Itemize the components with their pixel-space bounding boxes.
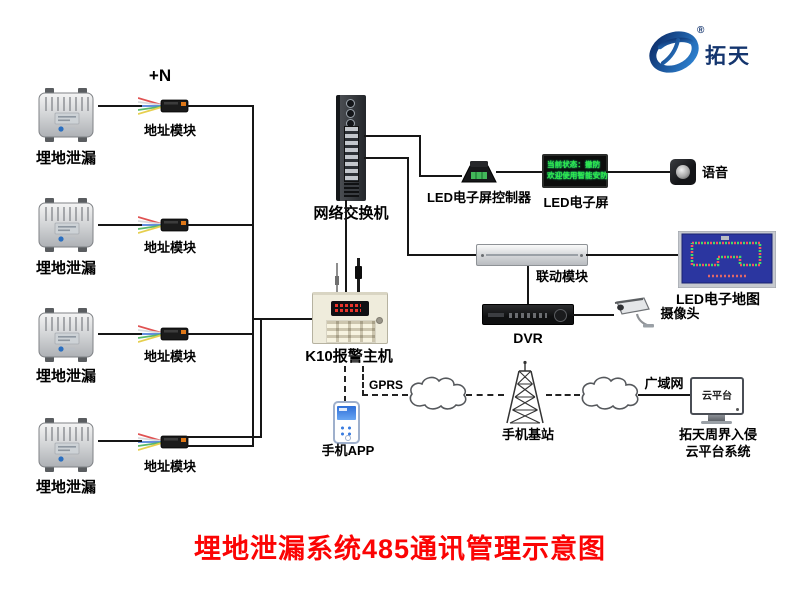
wire-sensor3-module3	[98, 333, 142, 335]
led-screen-line2: 欢迎使用智能安防	[547, 171, 608, 180]
alarm-host-label: K10报警主机	[305, 348, 393, 365]
led-screen-line1: 当前状态：撤防	[547, 160, 601, 170]
switch-uplink-ports	[346, 99, 358, 128]
wire-cloud1-tower-dashed	[466, 394, 504, 396]
led-map-label: LED电子地图	[676, 291, 760, 307]
alarm-host-antenna-left-segment	[335, 276, 339, 285]
voice-speaker-icon	[670, 159, 696, 185]
buried-leakage-device-4	[38, 417, 94, 473]
base-station-tower-icon	[506, 360, 544, 424]
address-module-label-2: 地址模块	[143, 240, 196, 255]
switch-port-block	[344, 126, 359, 182]
buried-leakage-label-2: 埋地泄漏	[35, 260, 96, 277]
buried-leakage-label-1: 埋地泄漏	[35, 150, 96, 167]
wire-linkage-ledmap	[586, 254, 679, 256]
address-module-2	[138, 216, 189, 234]
buried-leakage-device-3	[38, 307, 94, 363]
brand-logo-icon	[648, 24, 700, 78]
wire-module2-bus	[186, 224, 254, 226]
switch-vent	[344, 183, 359, 197]
network-switch-label: 网络交换机	[313, 205, 389, 222]
monitor-base	[701, 421, 732, 424]
platform-name-line2: 云平台系统	[685, 444, 751, 459]
led-map-device	[678, 231, 776, 288]
wire-sensor2-module2	[98, 224, 142, 226]
buried-leakage-device-1	[38, 87, 94, 143]
wire-switch-ledctrl-a	[364, 135, 421, 137]
platform-name-line1: 拓天周界入侵	[678, 427, 757, 442]
phone-app-device	[333, 401, 360, 444]
alarm-host-keypad	[326, 320, 376, 343]
monitor-stand	[708, 415, 725, 421]
wire-ledctrl-screen	[496, 171, 544, 173]
wire-sensor1-module1	[98, 105, 142, 107]
wire-linkage-dvr	[527, 266, 529, 305]
base-station-label: 手机基站	[501, 427, 554, 442]
wire-bus-trunk	[252, 105, 254, 447]
wire-tower-cloud2-dashed	[546, 394, 580, 396]
wire-switch-linkage-a	[364, 157, 409, 159]
address-module-1	[138, 97, 189, 115]
address-module-3	[138, 325, 189, 343]
diagram-title: 埋地泄漏系统485通讯管理示意图	[193, 534, 607, 564]
cloud-icon-1	[409, 376, 467, 410]
alarm-host-display	[331, 301, 369, 316]
dvr-device	[482, 304, 574, 325]
phone-app-label: 手机APP	[321, 443, 375, 458]
voice-label: 语音	[701, 165, 728, 180]
monitor-power-led	[736, 408, 739, 411]
wire-gprs-cloud1-dashed	[362, 394, 408, 396]
network-switch-device	[336, 95, 366, 201]
alarm-host-device	[312, 292, 388, 344]
brand-name: 拓天	[705, 45, 751, 68]
alarm-host-led	[376, 317, 383, 324]
cloud-platform-screen-text: 云平台	[702, 391, 732, 402]
wire-module4-bus-b	[186, 445, 254, 447]
wan-label: 广域网	[644, 376, 684, 391]
wire-module3-bus	[186, 333, 254, 335]
linkage-module-label: 联动模块	[535, 269, 588, 284]
buried-leakage-device-2	[38, 197, 94, 253]
wire-switch-ledctrl-b	[419, 135, 421, 177]
linkage-module-device	[476, 244, 588, 266]
led-controller-label: LED电子屏控制器	[426, 190, 531, 205]
buried-leakage-label-4: 埋地泄漏	[35, 479, 96, 496]
led-controller-device	[461, 160, 497, 183]
wire-switch-ledctrl-c	[419, 175, 462, 177]
wire-module1-bus	[186, 105, 254, 107]
led-screen-device: 当前状态：撤防 欢迎使用智能安防	[542, 154, 608, 188]
wire-wan-monitor	[638, 394, 691, 396]
address-module-label-1: 地址模块	[143, 123, 196, 138]
wire-host-gprs-dashed-v	[362, 366, 364, 396]
wire-switch-linkage-b	[407, 157, 409, 256]
camera-icon	[613, 296, 656, 329]
dvr-label: DVR	[513, 330, 543, 346]
wire-module4-bus-a	[186, 436, 262, 438]
wire-switch-alarm-host	[345, 200, 347, 292]
cloud-platform-monitor: 云平台	[690, 377, 744, 415]
registered-trademark-symbol: ®	[697, 25, 705, 36]
buried-leakage-label-3: 埋地泄漏	[35, 368, 96, 385]
wire-screen-voice	[606, 171, 670, 173]
wire-sensor4-module4	[98, 440, 142, 442]
wire-bus-branch	[260, 318, 262, 438]
wire-bus-to-alarm-host	[252, 318, 314, 320]
wire-host-phone-dashed	[344, 366, 346, 402]
wire-dvr-camera	[572, 314, 614, 316]
cloud-icon-2	[581, 376, 639, 410]
wire-switch-linkage-c	[407, 254, 477, 256]
address-module-label-4: 地址模块	[143, 459, 196, 474]
led-screen-label: LED电子屏	[543, 195, 609, 210]
address-module-4	[138, 433, 189, 451]
gprs-label: GPRS	[368, 378, 403, 392]
sensor-count-hint: +N	[148, 66, 172, 85]
alarm-host-antenna-right-segment	[355, 266, 362, 279]
camera-label: 摄像头	[660, 306, 700, 321]
address-module-label-3: 地址模块	[143, 349, 196, 364]
